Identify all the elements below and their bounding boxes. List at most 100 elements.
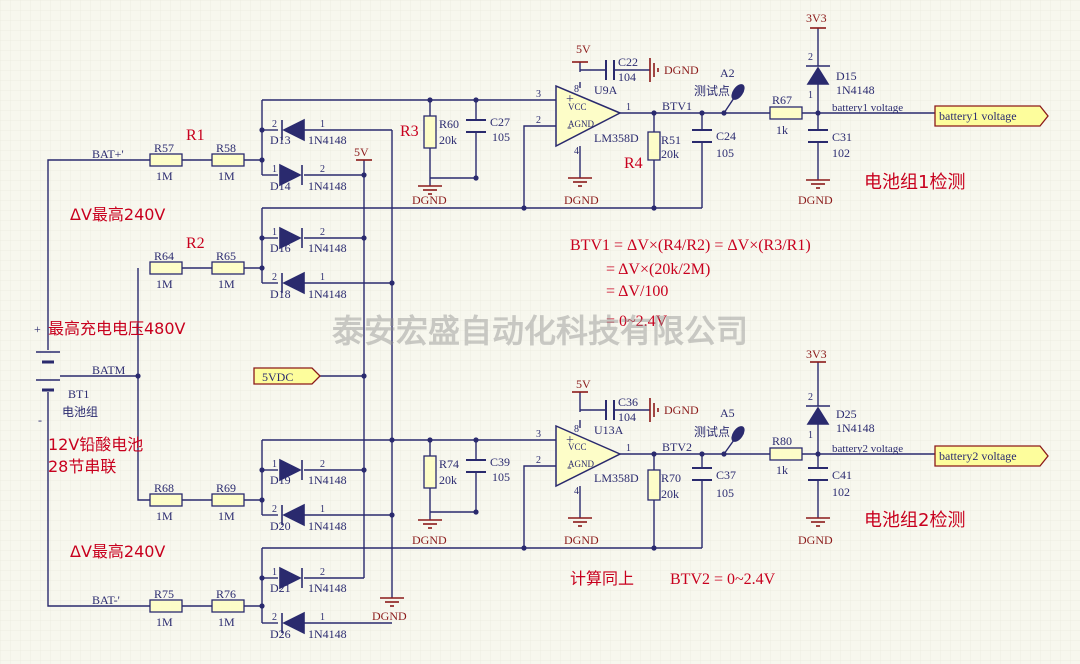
r67-val: 1k: [776, 123, 788, 137]
pin-d15-1: 1: [808, 90, 813, 101]
u13a-vcc: VCC: [568, 442, 587, 452]
pin-d13-2: 2: [272, 119, 277, 130]
c24-ref: C24: [716, 129, 736, 143]
test-points: [731, 84, 745, 442]
d18-ref: D18: [270, 287, 291, 301]
pin-d19-2: 2: [320, 459, 325, 470]
d21-val: 1N4148: [308, 581, 347, 595]
gnd-label-4: DGND: [564, 193, 599, 207]
port-battery1-voltage: [934, 105, 1049, 127]
c27-ref: C27: [490, 115, 510, 129]
r69-val: 1M: [218, 509, 235, 523]
capacitor-c22: [605, 60, 615, 80]
c24-val: 105: [716, 146, 734, 160]
net-btv2: BTV2: [662, 440, 692, 454]
note-dv-1: ΔV最高240V: [70, 205, 165, 224]
resistor-r65: [211, 261, 245, 275]
opamp-u13a: [555, 424, 622, 488]
resistor-r76: [211, 599, 245, 613]
r76-val: 1M: [218, 615, 235, 629]
net-batm: BATM: [92, 363, 126, 377]
c39-val: 105: [492, 470, 510, 484]
c39-ref: C39: [490, 455, 510, 469]
c22-ref: C22: [618, 55, 638, 69]
r65-val: 1M: [218, 277, 235, 291]
resistor-r75: [149, 599, 183, 613]
c41-val: 102: [832, 485, 850, 499]
r60-ref: R60: [439, 117, 459, 131]
note-btv2-eq: BTV2 = 0~2.4V: [670, 571, 776, 588]
d16-ref: D16: [270, 241, 291, 255]
gnd-label-7: DGND: [564, 533, 599, 547]
r74-val: 20k: [439, 473, 457, 487]
resistors: [149, 106, 803, 613]
d13-ref: D13: [270, 133, 291, 147]
pin-d21-1: 1: [272, 567, 277, 578]
resistor-r67: [769, 106, 803, 120]
note-battery-type: 12V铅酸电池: [48, 435, 143, 454]
pwr-5v-1: 5V: [576, 42, 591, 56]
d20-ref: D20: [270, 519, 291, 533]
u9a-plus: +: [566, 92, 574, 107]
pin-d14-2: 2: [320, 164, 325, 175]
gnd-label-9: DGND: [372, 609, 407, 623]
capacitor-c37: [692, 467, 712, 481]
bt1-ref: BT1: [68, 387, 89, 401]
c36-ref: C36: [618, 395, 638, 409]
pin-d25-2: 2: [808, 392, 813, 403]
r68-val: 1M: [156, 509, 173, 523]
diode-d25: [806, 405, 830, 425]
diodes: [279, 65, 830, 635]
pin-d20-1: 1: [320, 504, 325, 515]
bt1-plus: +: [34, 322, 41, 336]
battery-bt1: [36, 351, 60, 392]
note-group-1: 电池组1检测: [864, 172, 965, 193]
net-bat-plus: BAT+': [92, 147, 124, 161]
u13a-pin1: 1: [626, 443, 631, 454]
junction-dots: [135, 97, 821, 609]
note-dv-2: ΔV最高240V: [70, 542, 165, 561]
diode-d16: [279, 226, 303, 250]
pin-d13-1: 1: [320, 119, 325, 130]
test-point-a5: [731, 426, 745, 442]
pin-d18-1: 1: [320, 272, 325, 283]
note-eq-2: = ΔV×(20k/2M): [606, 261, 710, 278]
resistor-r60: [423, 115, 437, 149]
ground-7: [806, 517, 830, 527]
pin-d20-2: 2: [272, 504, 277, 515]
gnd-label-8: DGND: [798, 533, 833, 547]
diode-d13: [281, 118, 305, 142]
r67-ref: R67: [772, 93, 792, 107]
r57-val: 1M: [156, 169, 173, 183]
c27-val: 105: [492, 130, 510, 144]
u9a-pin3: 3: [536, 89, 541, 100]
bt1-minus: -: [38, 413, 42, 427]
d15-ref: D15: [836, 69, 857, 83]
capacitor-c41: [808, 467, 828, 481]
u13a-pin4: 4: [574, 486, 579, 497]
diode-d20: [281, 503, 305, 527]
capacitors: [466, 60, 828, 481]
test-point-a5-tag: 测试点: [694, 424, 730, 439]
d16-val: 1N4148: [308, 241, 347, 255]
r70-ref: R70: [661, 471, 681, 485]
d25-val: 1N4148: [836, 421, 875, 435]
ground-1: [418, 185, 442, 195]
pwr-5v-2: 5V: [576, 377, 591, 391]
c36-val: 104: [618, 410, 636, 424]
ground-5: [418, 519, 442, 529]
r58-val: 1M: [218, 169, 235, 183]
r51-val: 20k: [661, 147, 679, 161]
note-battery-count: 28节串联: [48, 457, 116, 476]
u13a-ref: U13A: [594, 423, 624, 437]
resistor-r58: [211, 153, 245, 167]
d26-ref: D26: [270, 627, 291, 641]
r68-ref: R68: [154, 481, 174, 495]
u9a-pin8: 8: [574, 84, 579, 95]
resistor-r57: [149, 153, 183, 167]
port-5vdc-text: 5VDC: [262, 370, 293, 384]
d25-ref: D25: [836, 407, 857, 421]
opamps: [540, 84, 622, 488]
pin-d16-2: 2: [320, 227, 325, 238]
